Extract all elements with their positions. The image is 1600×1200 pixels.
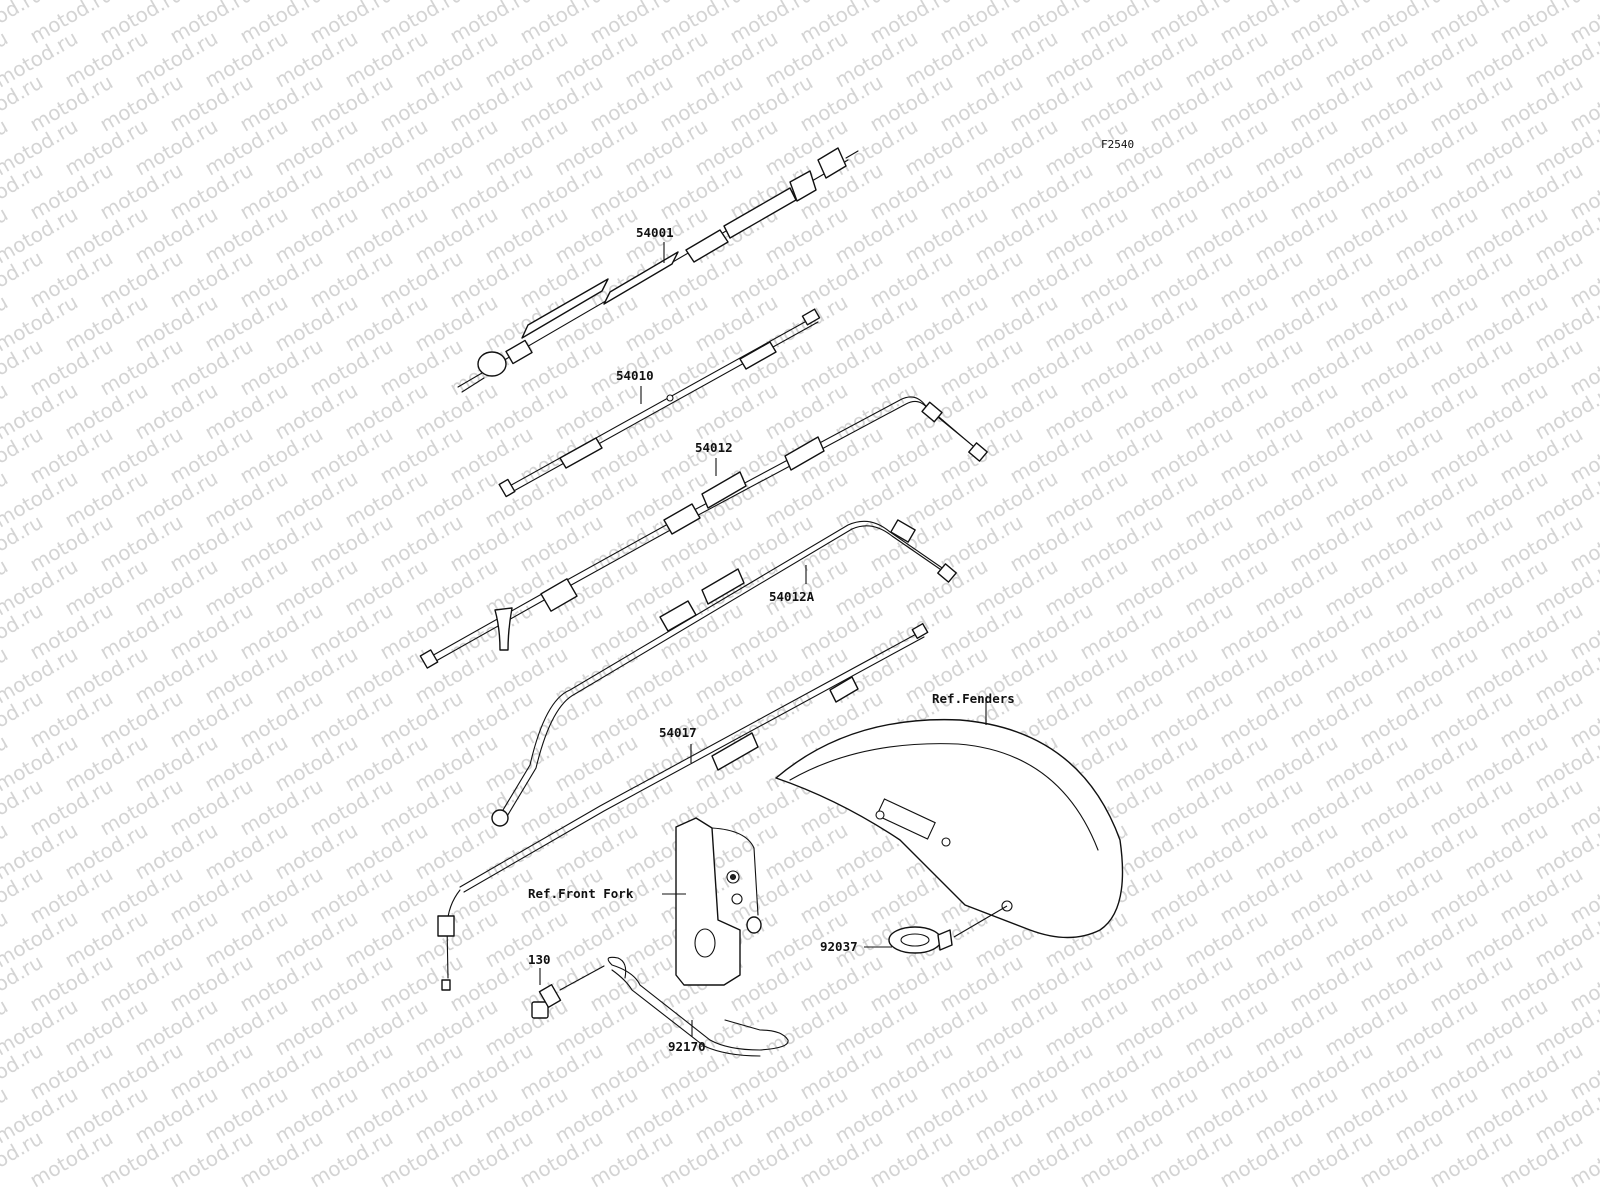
- callout-130: 130: [528, 952, 551, 967]
- callout-92170: 92170: [668, 1039, 706, 1054]
- cable-54017[interactable]: [437, 622, 929, 991]
- callout-ref-front-fork: Ref.Front Fork: [528, 886, 634, 901]
- front-fork[interactable]: [675, 817, 762, 986]
- clamp-92170[interactable]: [607, 956, 789, 1057]
- cable-54010[interactable]: [498, 308, 821, 498]
- cable-54012A[interactable]: [491, 519, 957, 827]
- front-fender[interactable]: [775, 718, 1124, 939]
- callout-ref-fenders: Ref.Fenders: [932, 691, 1015, 706]
- callout-54010: 54010: [616, 368, 654, 383]
- grommet-92037[interactable]: [888, 905, 1008, 954]
- bolt-130[interactable]: [531, 965, 605, 1019]
- cable-54012[interactable]: [419, 396, 988, 669]
- callout-54001: 54001: [636, 225, 674, 240]
- diagram-code: F2540: [1101, 138, 1134, 151]
- callout-54017: 54017: [659, 725, 697, 740]
- callout-54012A: 54012A: [769, 589, 815, 604]
- callout-54012: 54012: [695, 440, 733, 455]
- callout-92037: 92037: [820, 939, 858, 954]
- cable-54001[interactable]: [457, 147, 859, 393]
